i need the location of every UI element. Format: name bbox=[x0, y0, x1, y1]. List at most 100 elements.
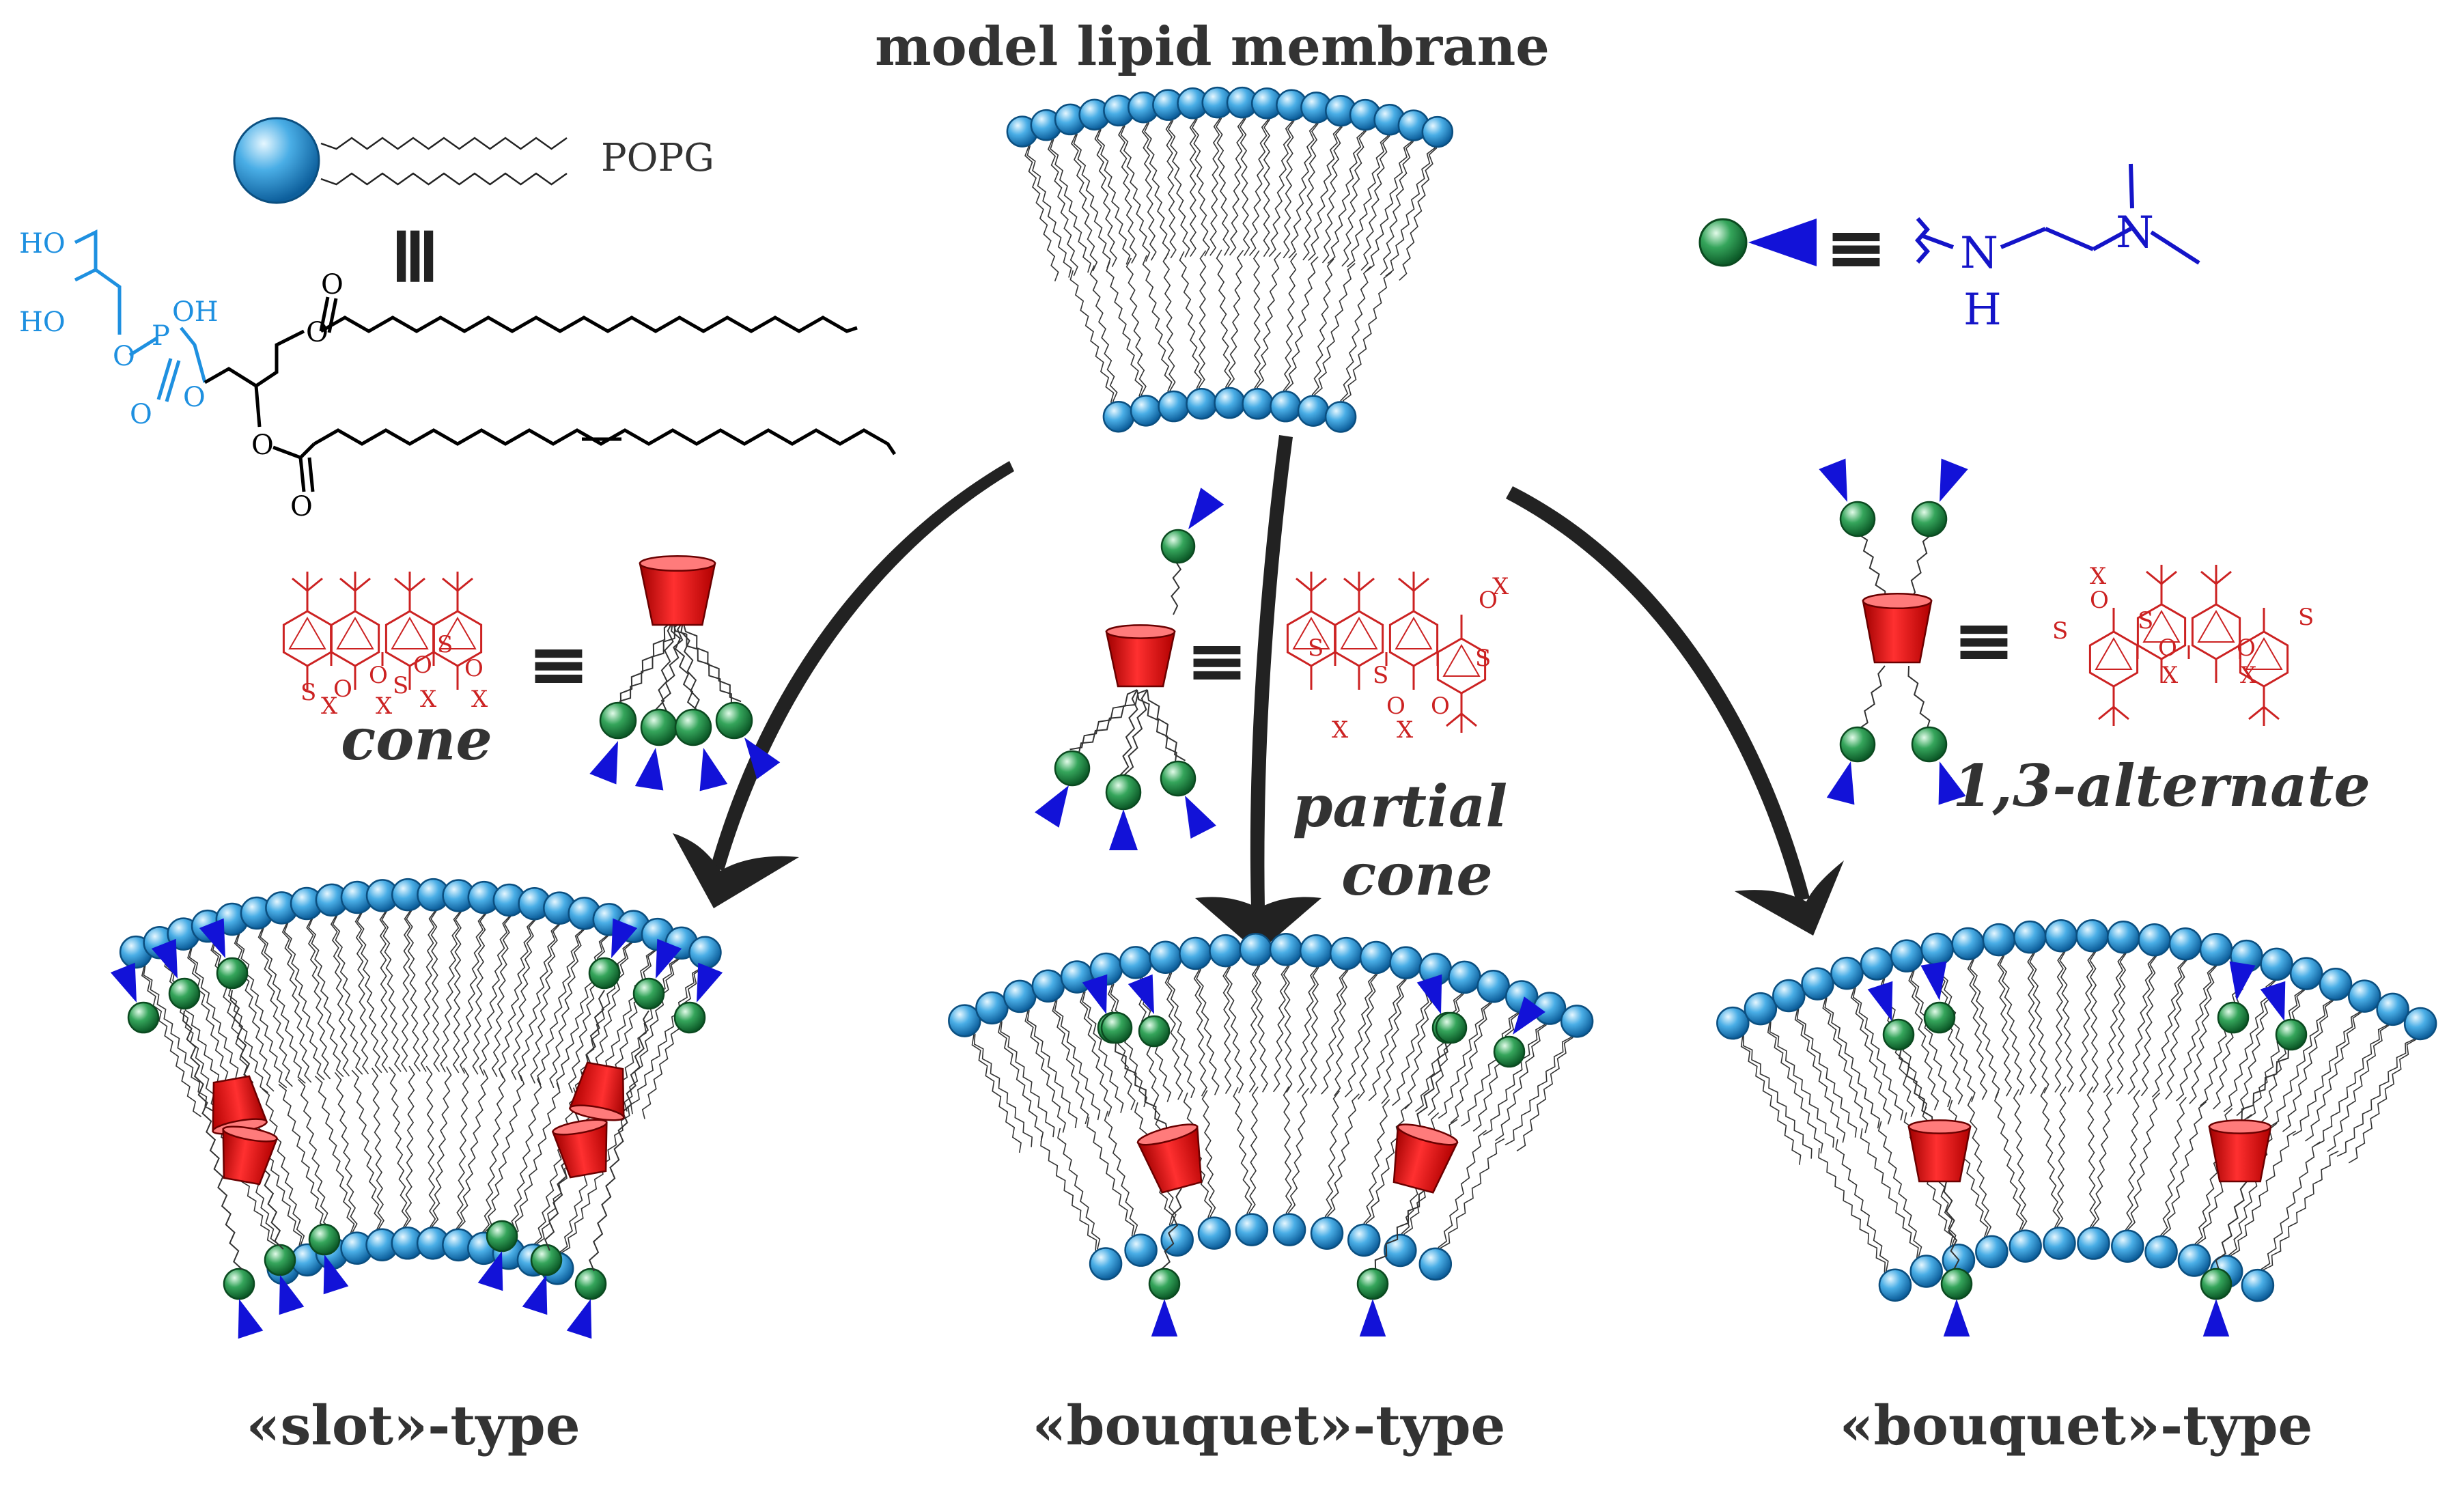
result-bouquet-membrane-2 bbox=[1716, 919, 2437, 1336]
arrowhead-left bbox=[673, 833, 799, 908]
cone-atom-s3: S bbox=[437, 631, 453, 658]
lipid-head bbox=[1329, 936, 1363, 970]
partial-atom-x1: X bbox=[1332, 716, 1349, 744]
lipid-tail bbox=[1283, 949, 1293, 1093]
popg-atom-p: P bbox=[152, 320, 170, 352]
lipid-tail bbox=[207, 926, 268, 1093]
lipid-tail bbox=[1142, 255, 1176, 407]
lipid-tail bbox=[1357, 957, 1378, 1100]
lipid-tail bbox=[1069, 119, 1111, 268]
popg-head-bead bbox=[233, 117, 320, 204]
linker-chain bbox=[1857, 533, 1886, 602]
cone-atom-o2: O bbox=[369, 662, 388, 689]
alt-atom-s2: S bbox=[2138, 607, 2153, 634]
lipid-tail bbox=[135, 952, 202, 1117]
amine-triangle bbox=[1188, 488, 1224, 529]
linker-chain bbox=[1160, 1188, 1182, 1270]
linker-chain bbox=[1136, 689, 1177, 764]
amine-bead bbox=[1356, 1268, 1389, 1300]
lipid-tail bbox=[1321, 110, 1343, 264]
lipid-head bbox=[1716, 1006, 1750, 1040]
lipid-head bbox=[2347, 979, 2381, 1013]
lipid-tail bbox=[1253, 250, 1261, 404]
lipid-tail bbox=[1905, 955, 1952, 1108]
lipid-tail bbox=[2103, 936, 2125, 1093]
lipid-head bbox=[1186, 387, 1218, 420]
amine-triangle bbox=[279, 1275, 305, 1315]
lipid-tail bbox=[1248, 949, 1259, 1093]
lipid-tail bbox=[2304, 996, 2365, 1142]
lipid-tail bbox=[2336, 1023, 2421, 1157]
lipid-tail bbox=[2040, 1087, 2062, 1244]
partial-atom-o1: O bbox=[1386, 692, 1405, 720]
lipid-tail bbox=[380, 895, 402, 1072]
lipid-head bbox=[1418, 1247, 1453, 1281]
amine-triangle bbox=[110, 962, 137, 1003]
macrocycle-cup bbox=[568, 1061, 625, 1121]
lipid-tail bbox=[991, 1007, 1044, 1143]
lipid-tail bbox=[1732, 1022, 1813, 1159]
lipid-head bbox=[975, 991, 1009, 1025]
amine-triangle bbox=[589, 741, 618, 785]
lipid-tail bbox=[158, 942, 220, 1110]
amine-triangle bbox=[1416, 974, 1442, 1014]
lipid-tail bbox=[1732, 1022, 1802, 1165]
lipid-tail bbox=[556, 919, 610, 1090]
aromatic-bond bbox=[438, 617, 477, 649]
alternate-equiv: ≡ bbox=[1953, 596, 2015, 684]
lipid-tail bbox=[1967, 1095, 1994, 1252]
amine-triangle bbox=[566, 1299, 592, 1339]
linker-chain bbox=[680, 621, 700, 712]
popg-atom-ho2: HO bbox=[19, 307, 66, 338]
aromatic-bond bbox=[1340, 616, 1378, 649]
arrowhead-right bbox=[1735, 860, 1844, 936]
amine-bead bbox=[1882, 1018, 1915, 1051]
lipid-head bbox=[2289, 957, 2323, 990]
amine-bead bbox=[308, 1223, 341, 1256]
lipid-head bbox=[2107, 921, 2140, 954]
aromatic-ring bbox=[282, 610, 333, 667]
amine-triangle bbox=[2260, 981, 2286, 1021]
lipid-tail bbox=[1045, 125, 1092, 273]
thia-bridge bbox=[330, 652, 435, 666]
lipid-head bbox=[2199, 932, 2233, 966]
partial-atom-x2: X bbox=[1397, 716, 1414, 744]
lipid-tail bbox=[1818, 1147, 1896, 1285]
lipid-tail bbox=[2257, 1141, 2321, 1286]
amine-triangle bbox=[1943, 1299, 1970, 1336]
lipid-tail bbox=[1505, 1020, 1578, 1146]
linker-chain bbox=[1943, 1181, 1960, 1272]
lipid-tail bbox=[518, 908, 560, 1082]
lipid-head bbox=[2111, 1229, 2144, 1263]
lipid-tail bbox=[1086, 1117, 1142, 1250]
popg-tail bbox=[320, 172, 568, 186]
amine-atom-n2: N bbox=[2116, 208, 2154, 258]
lipid-head bbox=[1324, 401, 1357, 433]
cone-calixarene-structure bbox=[282, 572, 483, 690]
lipid-tail bbox=[498, 903, 535, 1078]
lipid-tail bbox=[1427, 977, 1466, 1116]
lipid-tail bbox=[1438, 985, 1494, 1119]
lipid-tail bbox=[1179, 251, 1204, 404]
amine-bead bbox=[1940, 1268, 1973, 1300]
lipid-tail bbox=[533, 1087, 578, 1261]
lipid-tail bbox=[452, 895, 462, 1074]
amine-triangle bbox=[1920, 961, 1947, 1000]
lipid-head bbox=[2403, 1007, 2437, 1041]
lipid-head bbox=[1209, 934, 1242, 968]
lipid-head bbox=[2009, 1229, 2042, 1263]
result-slot-membrane bbox=[110, 878, 723, 1339]
alt-atom-o2: O bbox=[2158, 634, 2177, 662]
tert-butyl-group bbox=[2098, 686, 2129, 726]
aromatic-ring bbox=[330, 610, 380, 667]
result-label-bouquet-1: «bouquet»-type bbox=[1033, 1393, 1506, 1457]
lipid-tail bbox=[1460, 996, 1522, 1127]
lipid-head bbox=[2260, 947, 2293, 981]
lipid-tail bbox=[1019, 996, 1067, 1133]
lipid-head bbox=[1909, 1255, 1943, 1288]
lipid-tail bbox=[1381, 962, 1407, 1104]
lipid-tail bbox=[1817, 983, 1869, 1134]
aromatic-bond bbox=[2197, 609, 2235, 643]
lipid-tail bbox=[2127, 1092, 2161, 1247]
amine-bead bbox=[1839, 501, 1876, 537]
